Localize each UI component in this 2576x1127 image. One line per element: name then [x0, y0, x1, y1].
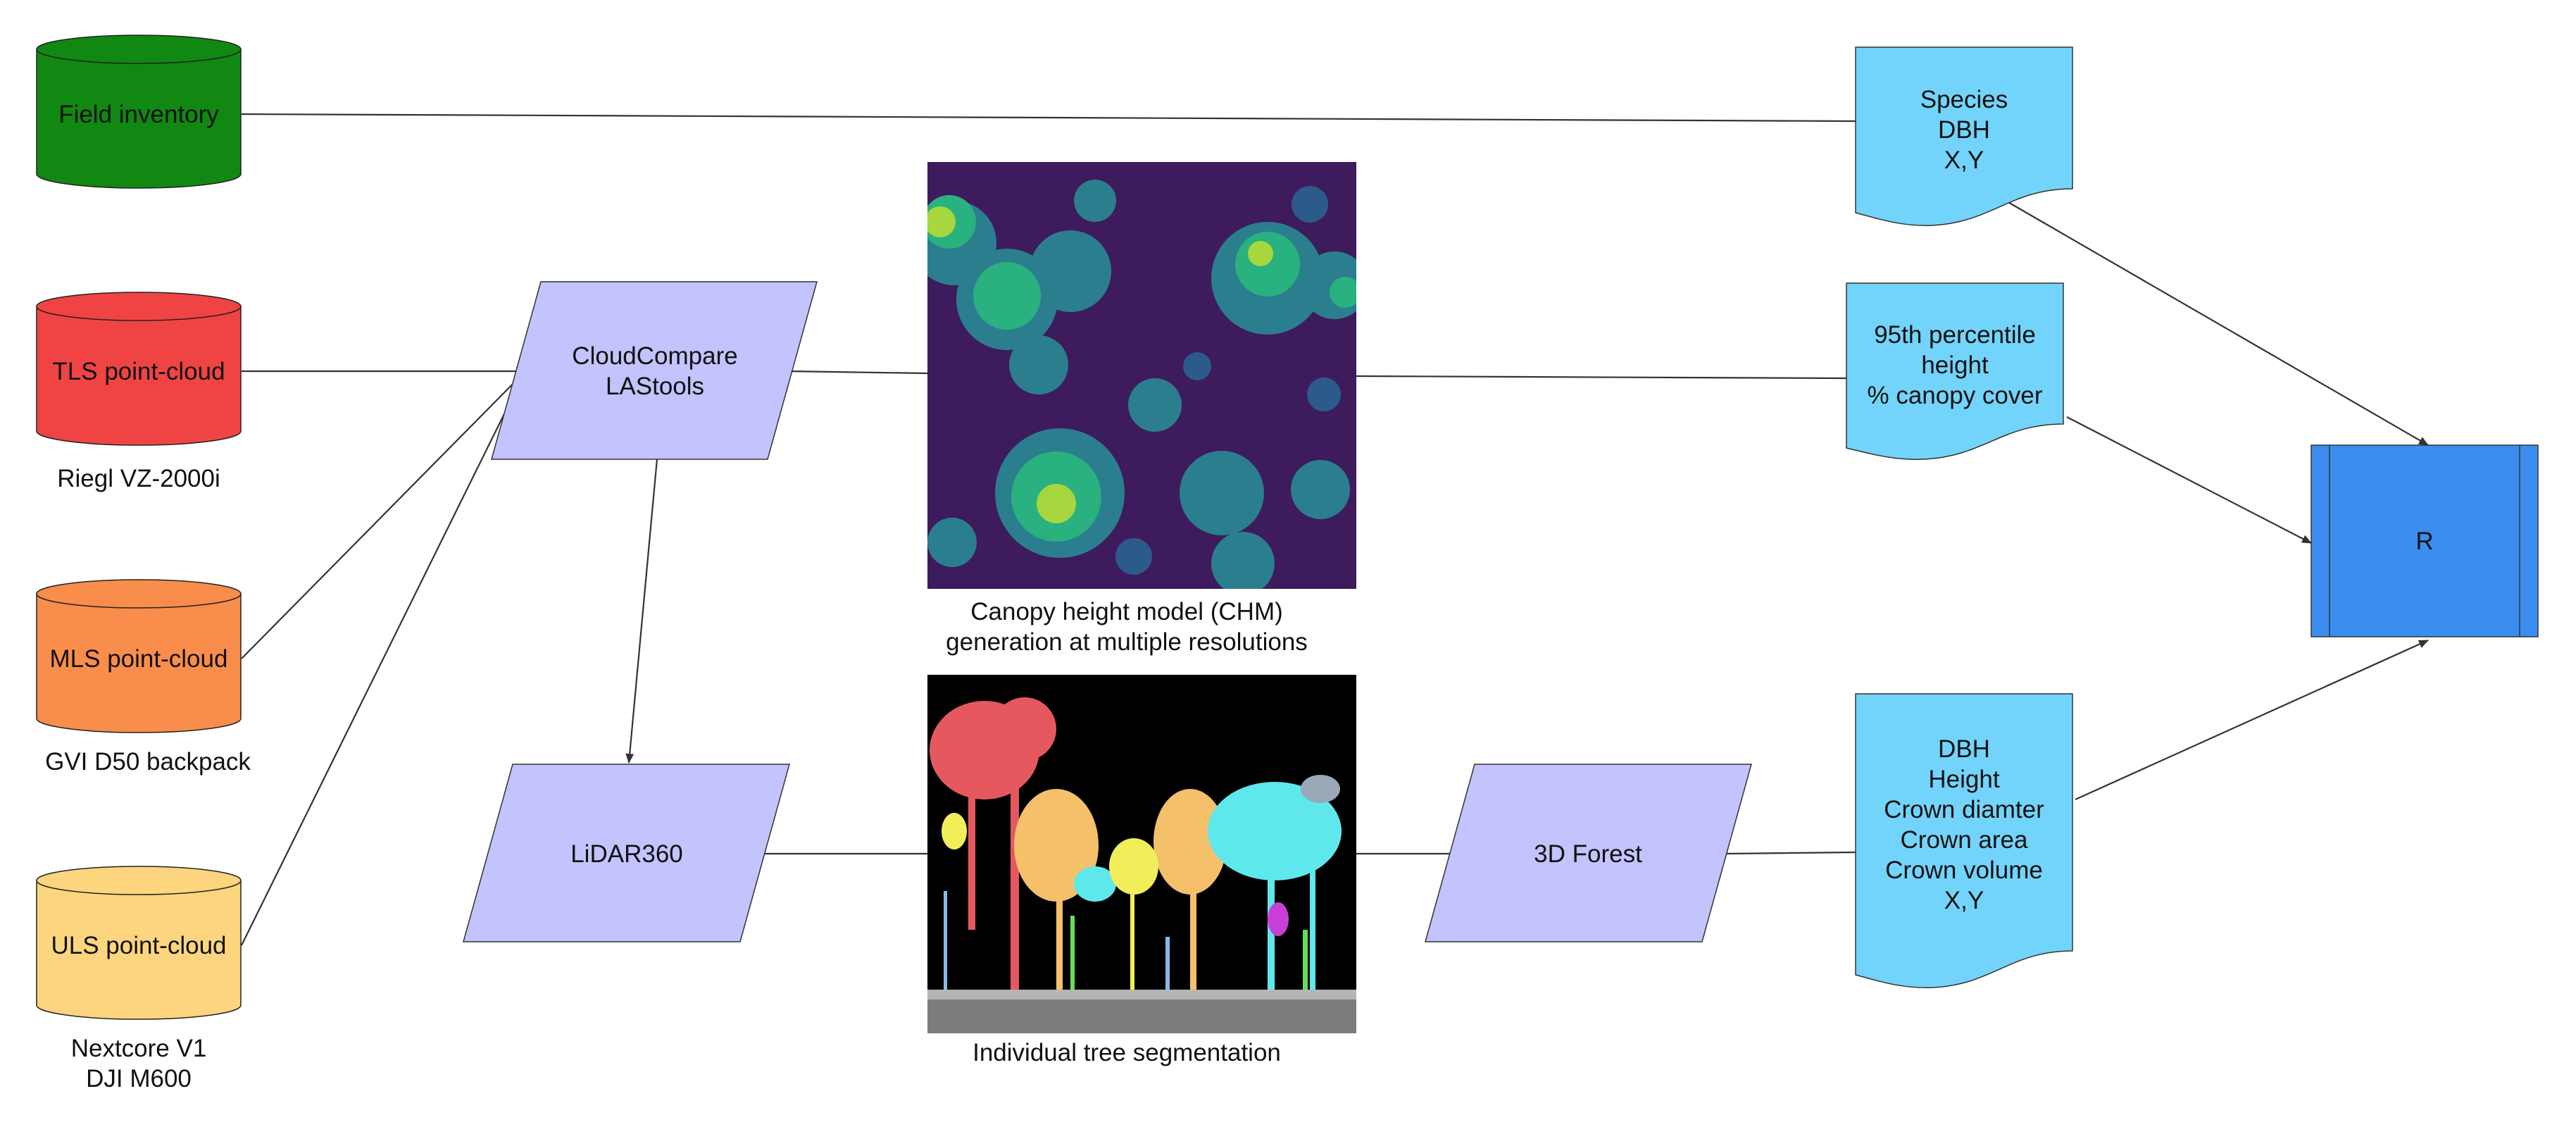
canopy-document: 95th percentile height % canopy cover — [1846, 282, 2064, 460]
mls-cylinder: MLS point-cloud GVI D50 backpack — [36, 579, 251, 776]
cloudcompare-process: CloudCompare LAStools — [491, 281, 818, 460]
species-line-2: DBH — [1938, 116, 1990, 144]
species-line-1: Species — [1920, 86, 2008, 113]
uls-cylinder: ULS point-cloud Nextcore V1 DJI M600 — [36, 866, 242, 1092]
tls-caption: Riegl VZ-2000i — [57, 465, 220, 492]
edge-species-to-r — [2001, 198, 2429, 446]
edge-cloudcompare-to-lidar360 — [625, 459, 658, 764]
r-label: R — [2415, 528, 2433, 555]
field-inventory-cylinder: Field inventory — [36, 35, 242, 189]
edge-mls-to-cloudcompare — [241, 371, 526, 659]
forest3d-label: 3D Forest — [1534, 840, 1642, 868]
canopy-line-2: height — [1921, 351, 1989, 379]
r-output-box: R — [2311, 444, 2539, 637]
species-line-3: X,Y — [1944, 147, 1984, 174]
mls-label: MLS point-cloud — [50, 645, 228, 673]
chm-caption-line-2: generation at multiple resolutions — [946, 628, 1308, 656]
edge-field-to-species — [241, 113, 1856, 123]
uls-caption-line-2: DJI M600 — [86, 1065, 192, 1092]
tree-line-3: Crown diamter — [1884, 796, 2044, 823]
edge-canopy-to-r — [2066, 416, 2312, 544]
edge-chm-to-canopy-doc — [1356, 375, 1847, 380]
segmentation-image: Individual tree segmentation — [927, 675, 1356, 1066]
tree-metrics-document: DBH Height Crown diamter Crown area Crow… — [1855, 693, 2073, 988]
tree-line-4: Crown area — [1901, 826, 2028, 854]
edge-tree-to-r — [2075, 639, 2429, 801]
tree-line-5: Crown volume — [1885, 857, 2043, 884]
mls-caption: GVI D50 backpack — [45, 748, 251, 776]
edge-uls-to-cloudcompare — [241, 371, 526, 946]
cloudcompare-label: CloudCompare — [572, 342, 737, 370]
species-document: Species DBH X,Y — [1855, 46, 2073, 226]
lastools-label: LAStools — [606, 373, 704, 400]
canopy-line-1: 95th percentile — [1874, 321, 2036, 349]
tree-line-2: Height — [1928, 766, 1999, 793]
tree-line-1: DBH — [1938, 735, 1990, 763]
tls-label: TLS point-cloud — [52, 358, 225, 385]
lidar360-label: LiDAR360 — [570, 840, 683, 868]
edge-cloudcompare-to-chm — [788, 370, 928, 375]
tree-line-6: X,Y — [1944, 887, 1984, 914]
uls-caption-line-1: Nextcore V1 — [71, 1035, 207, 1062]
canopy-line-3: % canopy cover — [1867, 382, 2042, 409]
field-inventory-label: Field inventory — [58, 101, 219, 128]
forest3d-process: 3D Forest — [1425, 764, 1752, 942]
chm-image: Canopy height model (CHM) generation at … — [927, 162, 1356, 656]
uls-label: ULS point-cloud — [51, 932, 226, 959]
edges — [241, 113, 2429, 946]
tls-cylinder: TLS point-cloud Riegl VZ-2000i — [36, 292, 242, 492]
lidar360-process: LiDAR360 — [463, 764, 790, 942]
chm-caption-line-1: Canopy height model (CHM) — [970, 598, 1283, 625]
segmentation-caption: Individual tree segmentation — [973, 1039, 1281, 1066]
edge-3dforest-to-tree-doc — [1724, 851, 1856, 855]
